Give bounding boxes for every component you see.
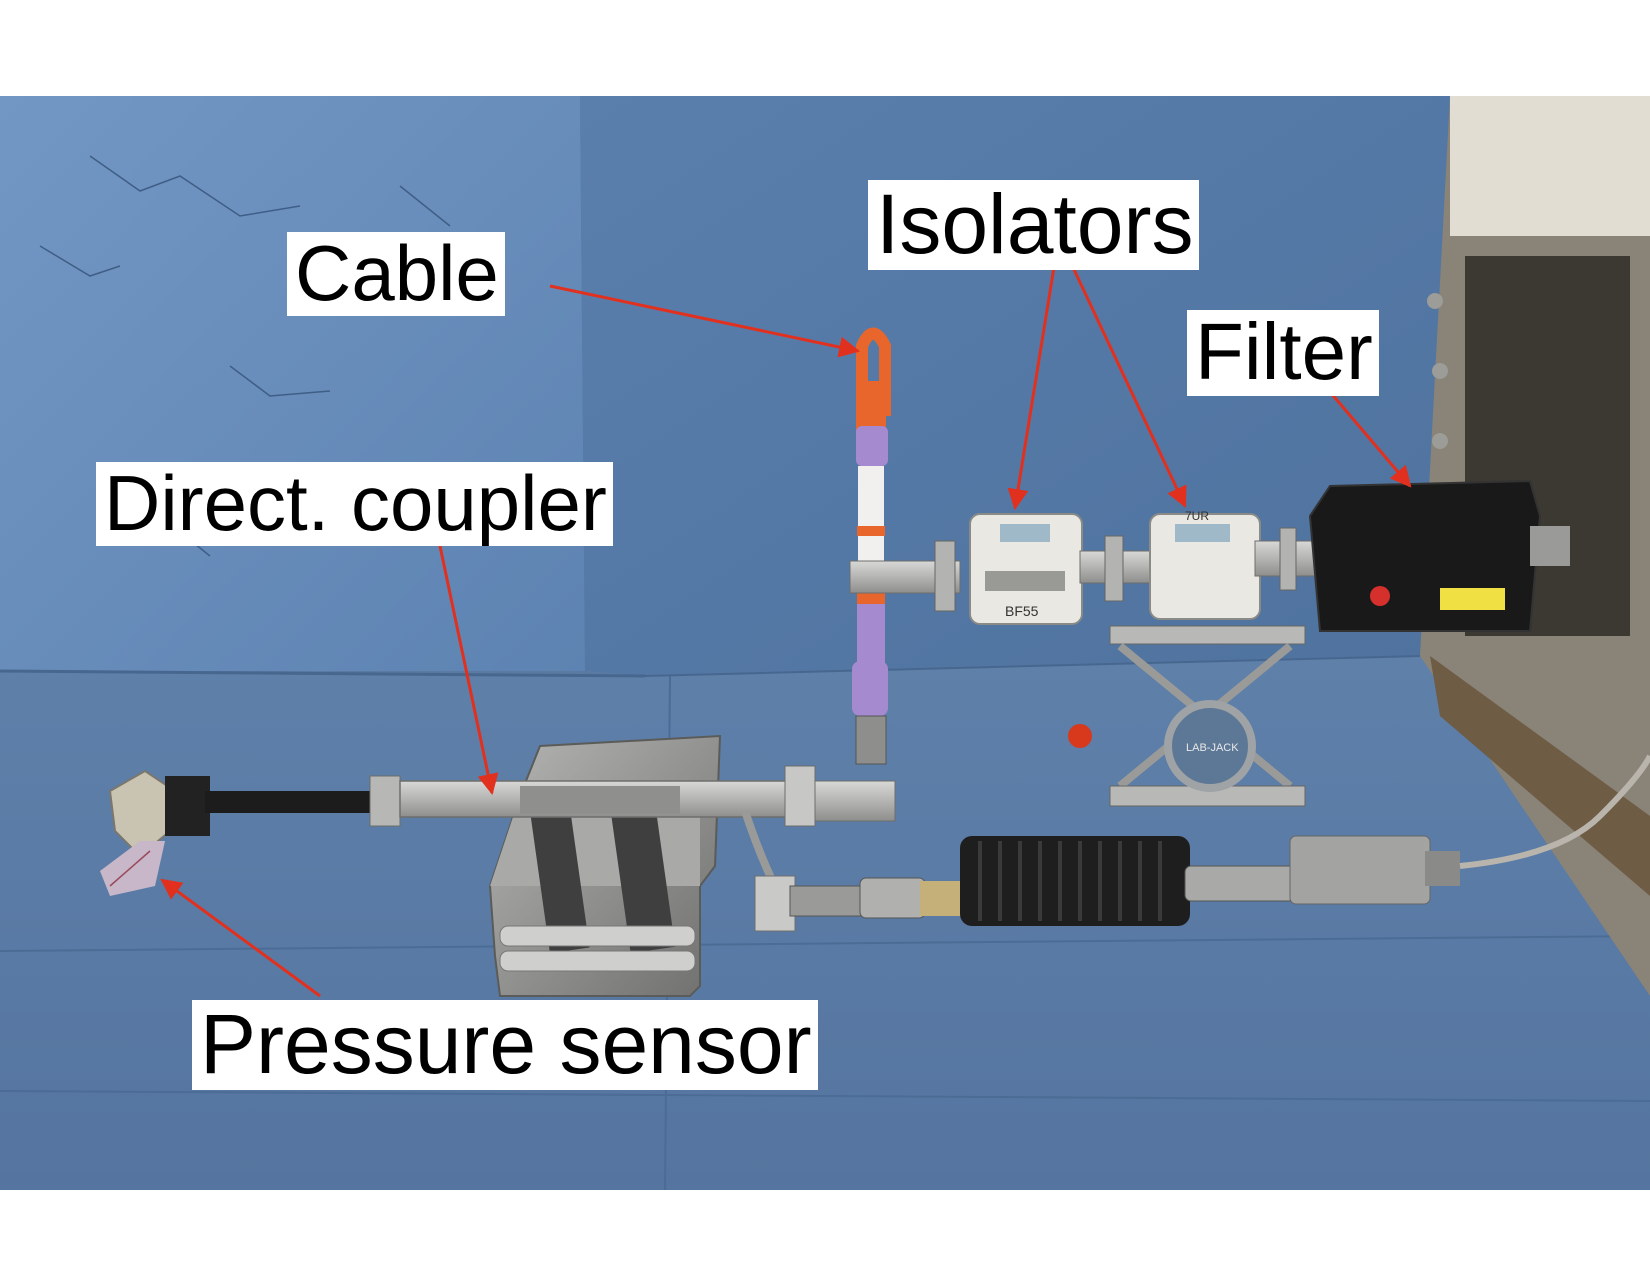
isolators-label: Isolators <box>868 180 1200 270</box>
isolator-right-marking: 7UR <box>1185 509 1209 523</box>
direct-coupler-label: Direct. coupler <box>96 462 613 546</box>
coupler-stage <box>399 734 896 997</box>
lab-jack: LAB-JACK <box>1068 625 1306 807</box>
arrow-filter <box>1323 385 1412 488</box>
cable-label: Cable <box>287 232 505 316</box>
heatsink-attenuator <box>960 836 1190 926</box>
lab-jack-knob <box>1164 700 1256 792</box>
arrow-isolator-1 <box>1007 260 1057 511</box>
foam-panel-left <box>0 96 585 671</box>
pressure-sensor-label: Pressure sensor <box>192 1000 818 1090</box>
pressure-sensor <box>100 841 165 896</box>
floor <box>0 656 1650 1190</box>
arrow-sensor <box>160 878 321 998</box>
filter-label: Filter <box>1187 310 1379 396</box>
lab-jack-marking: LAB-JACK <box>1186 742 1239 754</box>
arrow-coupler <box>438 545 499 796</box>
detector-chain <box>789 754 1650 926</box>
arrow-isolator-2 <box>1068 260 1187 508</box>
pressure-sensor-assembly <box>100 769 401 896</box>
isolator-left-marking: BF55 <box>1005 603 1039 619</box>
filter-device <box>1308 479 1570 632</box>
isolator-chain: BF55 7UR <box>849 509 1316 625</box>
waveguide-section <box>205 791 375 813</box>
power-sensor <box>1289 835 1431 905</box>
arrow-cable <box>549 284 861 358</box>
annotation-arrows <box>160 260 1412 998</box>
